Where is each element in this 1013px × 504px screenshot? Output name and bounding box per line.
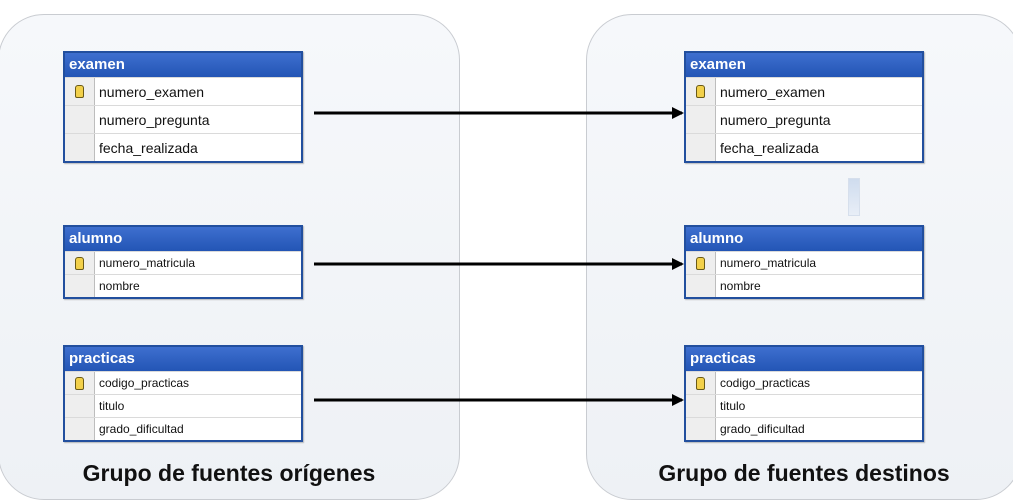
column-name: fecha_realizada <box>720 139 819 156</box>
column-row[interactable]: numero_pregunta <box>65 105 301 133</box>
row-selector <box>686 134 716 161</box>
primary-key-icon <box>696 85 705 98</box>
table-title: examen <box>65 53 301 77</box>
column-row[interactable]: grado_dificultad <box>65 417 301 440</box>
column-name: numero_pregunta <box>99 111 210 128</box>
column-row[interactable]: numero_matricula <box>686 251 922 274</box>
destination-table-examen[interactable]: examen numero_examen numero_pregunta fec… <box>684 51 924 163</box>
row-selector <box>65 252 95 274</box>
column-row[interactable]: fecha_realizada <box>686 133 922 161</box>
row-selector <box>65 418 95 440</box>
row-selector <box>686 372 716 394</box>
column-name: titulo <box>99 399 125 413</box>
row-selector <box>686 252 716 274</box>
primary-key-icon <box>696 376 705 390</box>
column-row[interactable]: nombre <box>686 274 922 297</box>
column-name: grado_dificultad <box>99 422 184 436</box>
column-name: fecha_realizada <box>99 139 198 156</box>
column-name: grado_dificultad <box>720 422 805 436</box>
column-row[interactable]: titulo <box>686 394 922 417</box>
row-selector <box>65 106 95 133</box>
column-row[interactable]: titulo <box>65 394 301 417</box>
column-row[interactable]: fecha_realizada <box>65 133 301 161</box>
column-name: codigo_practicas <box>720 376 811 390</box>
table-title: practicas <box>686 347 922 371</box>
column-name: codigo_practicas <box>99 376 190 390</box>
column-row[interactable]: grado_dificultad <box>686 417 922 440</box>
column-name: titulo <box>720 399 746 413</box>
row-selector <box>686 418 716 440</box>
column-row[interactable]: nombre <box>65 274 301 297</box>
destination-table-practicas[interactable]: practicas codigo_practicas titulo grado_… <box>684 345 924 442</box>
column-row[interactable]: numero_matricula <box>65 251 301 274</box>
column-name: nombre <box>720 279 761 293</box>
destination-group-label: Grupo de fuentes destinos <box>658 460 950 486</box>
primary-key-icon <box>75 376 84 390</box>
row-selector <box>686 395 716 417</box>
primary-key-icon <box>75 256 84 270</box>
table-title: practicas <box>65 347 301 371</box>
column-name: nombre <box>99 279 140 293</box>
decorative-marker <box>848 178 860 216</box>
table-title: alumno <box>686 227 922 251</box>
source-group-label: Grupo de fuentes orígenes <box>82 460 376 486</box>
column-name: numero_examen <box>720 83 826 100</box>
column-name: numero_pregunta <box>720 111 831 128</box>
row-selector <box>65 372 95 394</box>
column-row[interactable]: codigo_practicas <box>65 371 301 394</box>
source-table-alumno[interactable]: alumno numero_matricula nombre <box>63 225 303 299</box>
row-selector <box>65 395 95 417</box>
column-row[interactable]: numero_examen <box>65 77 301 105</box>
column-row[interactable]: codigo_practicas <box>686 371 922 394</box>
table-title: alumno <box>65 227 301 251</box>
column-row[interactable]: numero_pregunta <box>686 105 922 133</box>
column-name: numero_matricula <box>720 256 817 270</box>
row-selector <box>65 78 95 105</box>
column-name: numero_matricula <box>99 256 196 270</box>
table-title: examen <box>686 53 922 77</box>
column-row[interactable]: numero_examen <box>686 77 922 105</box>
row-selector <box>686 78 716 105</box>
primary-key-icon <box>696 256 705 270</box>
row-selector <box>65 275 95 297</box>
destination-table-alumno[interactable]: alumno numero_matricula nombre <box>684 225 924 299</box>
source-table-examen[interactable]: examen numero_examen numero_pregunta fec… <box>63 51 303 163</box>
source-table-practicas[interactable]: practicas codigo_practicas titulo grado_… <box>63 345 303 442</box>
column-name: numero_examen <box>99 83 205 100</box>
row-selector <box>686 106 716 133</box>
primary-key-icon <box>75 85 84 98</box>
row-selector <box>686 275 716 297</box>
row-selector <box>65 134 95 161</box>
